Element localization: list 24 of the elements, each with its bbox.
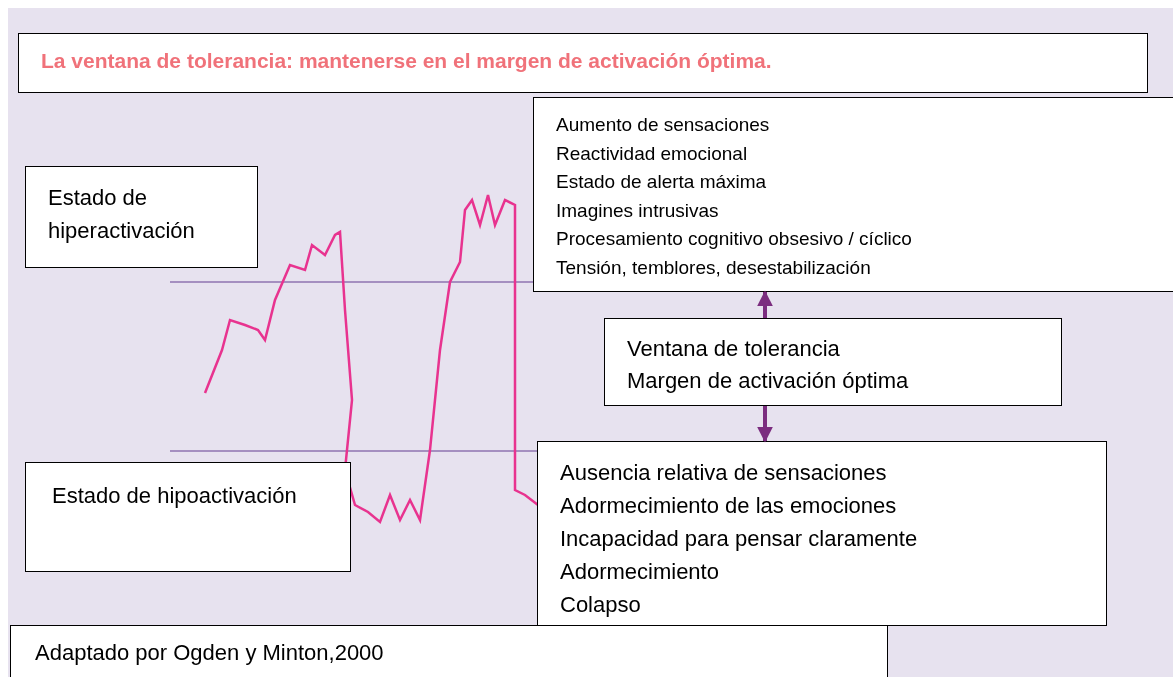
text-box	[537, 441, 1107, 626]
list-text: Adormecimiento	[560, 558, 720, 586]
list-text: Estado de alerta máxima	[556, 170, 768, 194]
list-text: Aumento de sensaciones	[556, 113, 771, 137]
list-text: Colapso	[560, 591, 642, 619]
text-box	[25, 462, 351, 572]
list-text: Ausencia relativa de sensaciones	[560, 459, 888, 487]
state-label: Estado de hiperactivación	[48, 184, 196, 245]
state-label: Estado de hipoactivación	[52, 482, 298, 510]
arrow	[757, 406, 773, 443]
list-text: Reactividad emocional	[556, 141, 749, 166]
list-text: Adormecimiento de las emociones	[560, 492, 898, 520]
text-box	[533, 97, 1173, 292]
label-text: Ventana de tolerancia	[627, 335, 841, 363]
list-text: Tensión, temblores, desestabilización	[556, 255, 872, 280]
arrow	[757, 290, 773, 318]
list-text: Imagines intrusivas	[556, 198, 720, 223]
list-text: Procesamiento cognitivo obsesivo / cíclico	[556, 227, 913, 251]
text-box	[604, 318, 1062, 406]
caption-text: Adaptado por Ogden y Minton,2000	[35, 640, 385, 666]
title-text: La ventana de tolerancia: mantenerse en el margen de activación óptima.	[41, 49, 773, 73]
label-text: Margen de activación óptima	[627, 367, 910, 395]
text-box	[25, 166, 258, 268]
list-text: Incapacidad para pensar claramente	[560, 525, 919, 553]
